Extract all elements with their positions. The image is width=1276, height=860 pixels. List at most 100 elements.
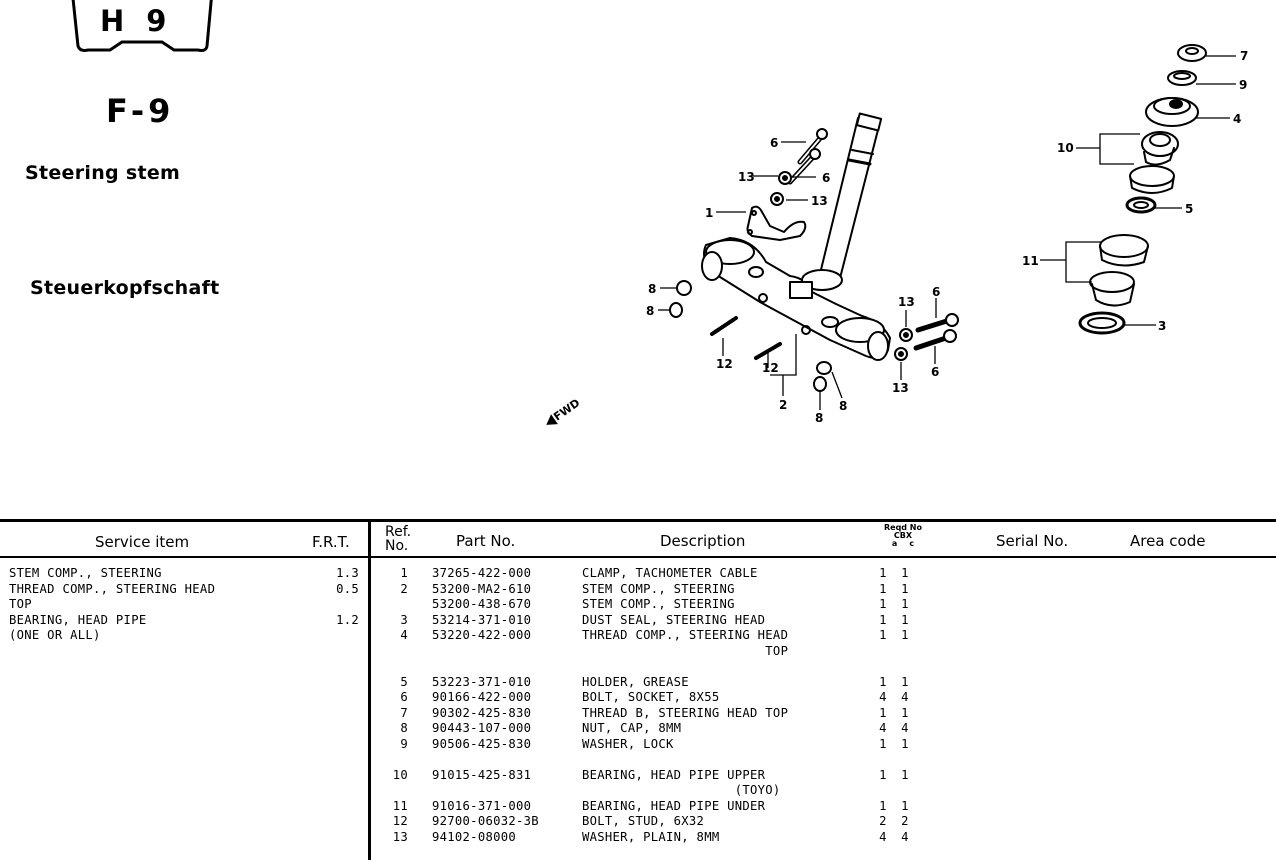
callout-4: 4 [1233, 112, 1241, 126]
page-title-german: Steuerkopfschaft [30, 277, 220, 299]
service-row: (ONE OR ALL) [9, 628, 359, 644]
cell-qty-a: 2 [879, 814, 887, 829]
cell-ref-no: 13 [392, 829, 408, 844]
service-item-name: STEM COMP., STEERING [9, 566, 162, 580]
tachometer-clamp-part-1 [746, 205, 807, 241]
cell-ref-no: 6 [400, 690, 408, 705]
cell-qty-c: 1 [901, 705, 909, 720]
cell-ref-no [378, 644, 408, 660]
cell-part-no: 91015-425-831 [432, 767, 532, 782]
cell-ref-no: 5 [400, 674, 408, 689]
cell-ref-no: 11 [392, 798, 408, 813]
callout-9: 9 [1239, 78, 1247, 92]
cell-qty-c [894, 783, 916, 799]
fwd-text: FWD [551, 396, 583, 424]
service-item-frt: 1.2 [336, 612, 359, 627]
header-description: Description [660, 532, 746, 550]
service-item-frt: 0.5 [336, 581, 359, 596]
cell-ref-no: 9 [400, 736, 408, 751]
callout-13: 13 [738, 170, 755, 184]
table-header-rule [0, 556, 1276, 558]
cell-description: HOLDER, GREASE [582, 674, 689, 689]
cell-qty-a: 1 [879, 597, 887, 612]
service-item-name: THREAD COMP., STEERING HEAD [9, 581, 216, 596]
cell-ref-no: 10 [392, 767, 408, 782]
cell-qty-c: 4 [901, 690, 909, 705]
cell-qty-a: 4 [879, 690, 887, 705]
row-group-spacer [378, 660, 916, 675]
row-group-spacer [378, 753, 916, 768]
cell-qty-a: 1 [879, 628, 887, 643]
cell-part-no: 53200-438-670 [432, 597, 532, 612]
table-top-rule [0, 519, 1276, 522]
cell-qty-a: 1 [879, 581, 887, 596]
cell-ref-no: 8 [400, 721, 408, 736]
cell-ref-no: 7 [400, 705, 408, 720]
page-title-english: Steering stem [25, 162, 181, 184]
cell-ref-no: 2 [400, 581, 408, 596]
callout-12: 12 [716, 357, 733, 371]
cell-ref-no [378, 597, 408, 613]
cell-ref-no [378, 783, 408, 799]
callout-8: 8 [648, 282, 656, 296]
header-ref-line1: Ref. [385, 524, 412, 540]
callout-11: 11 [1022, 254, 1039, 268]
cell-ref-no: 3 [400, 612, 408, 627]
cell-part-no: 90506-425-830 [432, 736, 532, 751]
cell-qty-a: 1 [879, 767, 887, 782]
service-row: THREAD COMP., STEERING HEAD 0.5 [9, 582, 359, 598]
cell-part-no: 53214-371-010 [432, 612, 532, 627]
cell-part-no [432, 644, 582, 660]
callout-7: 7 [1240, 49, 1248, 63]
cell-qty-c: 2 [901, 814, 909, 829]
cell-qty-c: 1 [901, 628, 909, 643]
service-row: BEARING, HEAD PIPE 1.2 [9, 613, 359, 629]
callout-13: 13 [811, 194, 828, 208]
cell-qty-a: 4 [879, 721, 887, 736]
header-variant-a: a [891, 539, 898, 548]
cell-qty-a: 4 [879, 829, 887, 844]
cell-description: WASHER, PLAIN, 8MM [582, 829, 720, 844]
cell-ref-no: 12 [392, 814, 408, 829]
cell-qty-a: 1 [879, 798, 887, 813]
cell-part-no: 92700-06032-3B [432, 814, 539, 829]
cell-part-no: 90166-422-000 [432, 690, 532, 705]
cell-description: BEARING, HEAD PIPE UNDER [582, 798, 766, 813]
section-code: F-9 [106, 92, 175, 130]
header-model: CBX [893, 531, 913, 540]
cell-description: TOP [582, 643, 789, 658]
cell-qty-a [872, 644, 894, 660]
callout-8: 8 [646, 304, 654, 318]
cell-part-no: 91016-371-000 [432, 798, 532, 813]
section-badge-code: H9 [100, 4, 189, 38]
cell-description: (TOYO) [582, 783, 781, 798]
header-part-no: Part No. [456, 532, 516, 550]
cell-qty-c: 1 [901, 674, 909, 689]
callout-8: 8 [839, 399, 847, 413]
callout-10: 10 [1057, 141, 1074, 155]
cell-qty-a: 1 [879, 612, 887, 627]
bolts-part-6-top [787, 128, 828, 185]
section-badge-frame [71, 0, 213, 52]
cell-part-no: 53200-MA2-610 [432, 581, 532, 596]
cell-part-no: 53223-371-010 [432, 674, 532, 689]
cell-part-no: 94102-08000 [432, 829, 517, 844]
service-item-frt [329, 628, 359, 644]
lower-bracket-part-2 [701, 237, 891, 361]
cell-description: BOLT, SOCKET, 8X55 [582, 690, 720, 705]
service-item-frt: 1.3 [336, 566, 359, 580]
header-serial-no: Serial No. [996, 532, 1069, 550]
parts-table-row: 11 91016-371-000 BEARING, HEAD PIPE UNDER 1… [378, 799, 916, 815]
service-item-name: BEARING, HEAD PIPE [9, 612, 147, 627]
cell-description: THREAD COMP., STEERING HEAD [582, 628, 789, 643]
cell-qty-c: 1 [901, 767, 909, 782]
cell-qty-a [872, 783, 894, 799]
